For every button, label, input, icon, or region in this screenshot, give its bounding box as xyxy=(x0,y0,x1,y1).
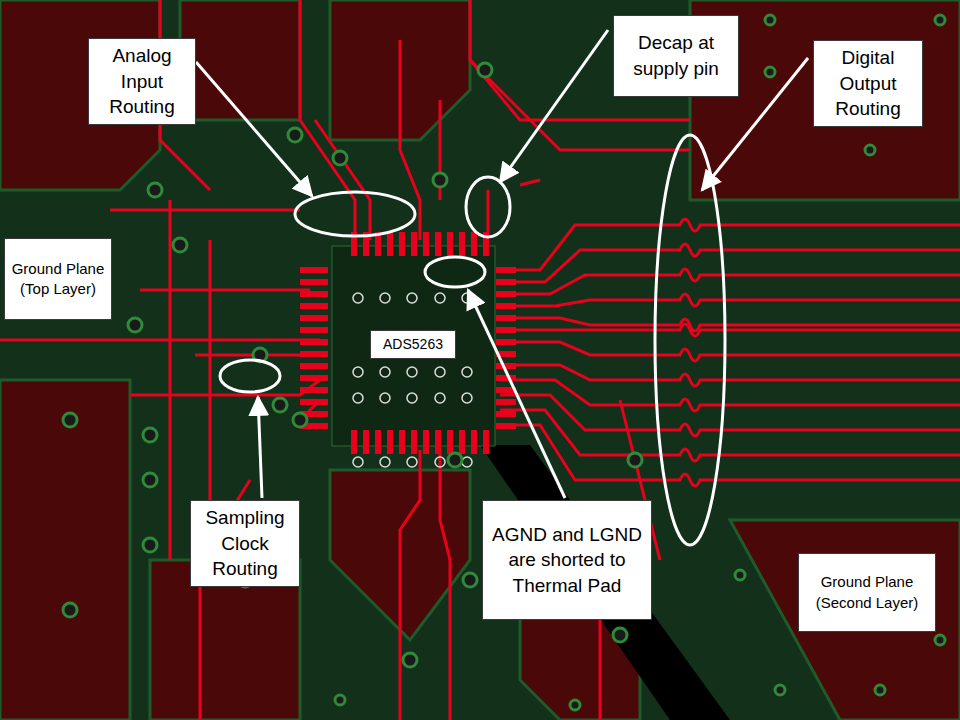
callout-text: Sampling Clock Routing xyxy=(197,505,293,582)
callout-box: Digital Output Routing xyxy=(813,40,923,127)
callout-text: Analog Input Routing xyxy=(95,43,189,120)
callout-box: Analog Input Routing xyxy=(88,38,196,125)
callout-box: Sampling Clock Routing xyxy=(190,500,300,587)
callout-box: Decap at supply pin xyxy=(613,15,739,97)
callout-leaders xyxy=(196,30,808,545)
callout-text: Ground Plane (Second Layer) xyxy=(805,572,929,613)
callout-text: Ground Plane (Top Layer) xyxy=(11,259,105,300)
chip-name: ADS5263 xyxy=(383,335,443,354)
callout-box: AGND and LGND are shorted to Thermal Pad xyxy=(482,500,652,620)
callout-box: Ground Plane (Second Layer) xyxy=(798,553,936,632)
callout-text: Decap at supply pin xyxy=(620,30,732,81)
callout-text: Digital Output Routing xyxy=(820,45,916,122)
qfn-package xyxy=(300,232,516,467)
chip-label: ADS5263 xyxy=(370,330,456,359)
callout-text: AGND and LGND are shorted to Thermal Pad xyxy=(489,522,645,599)
callout-box: Ground Plane (Top Layer) xyxy=(4,238,112,320)
vias xyxy=(63,15,945,710)
